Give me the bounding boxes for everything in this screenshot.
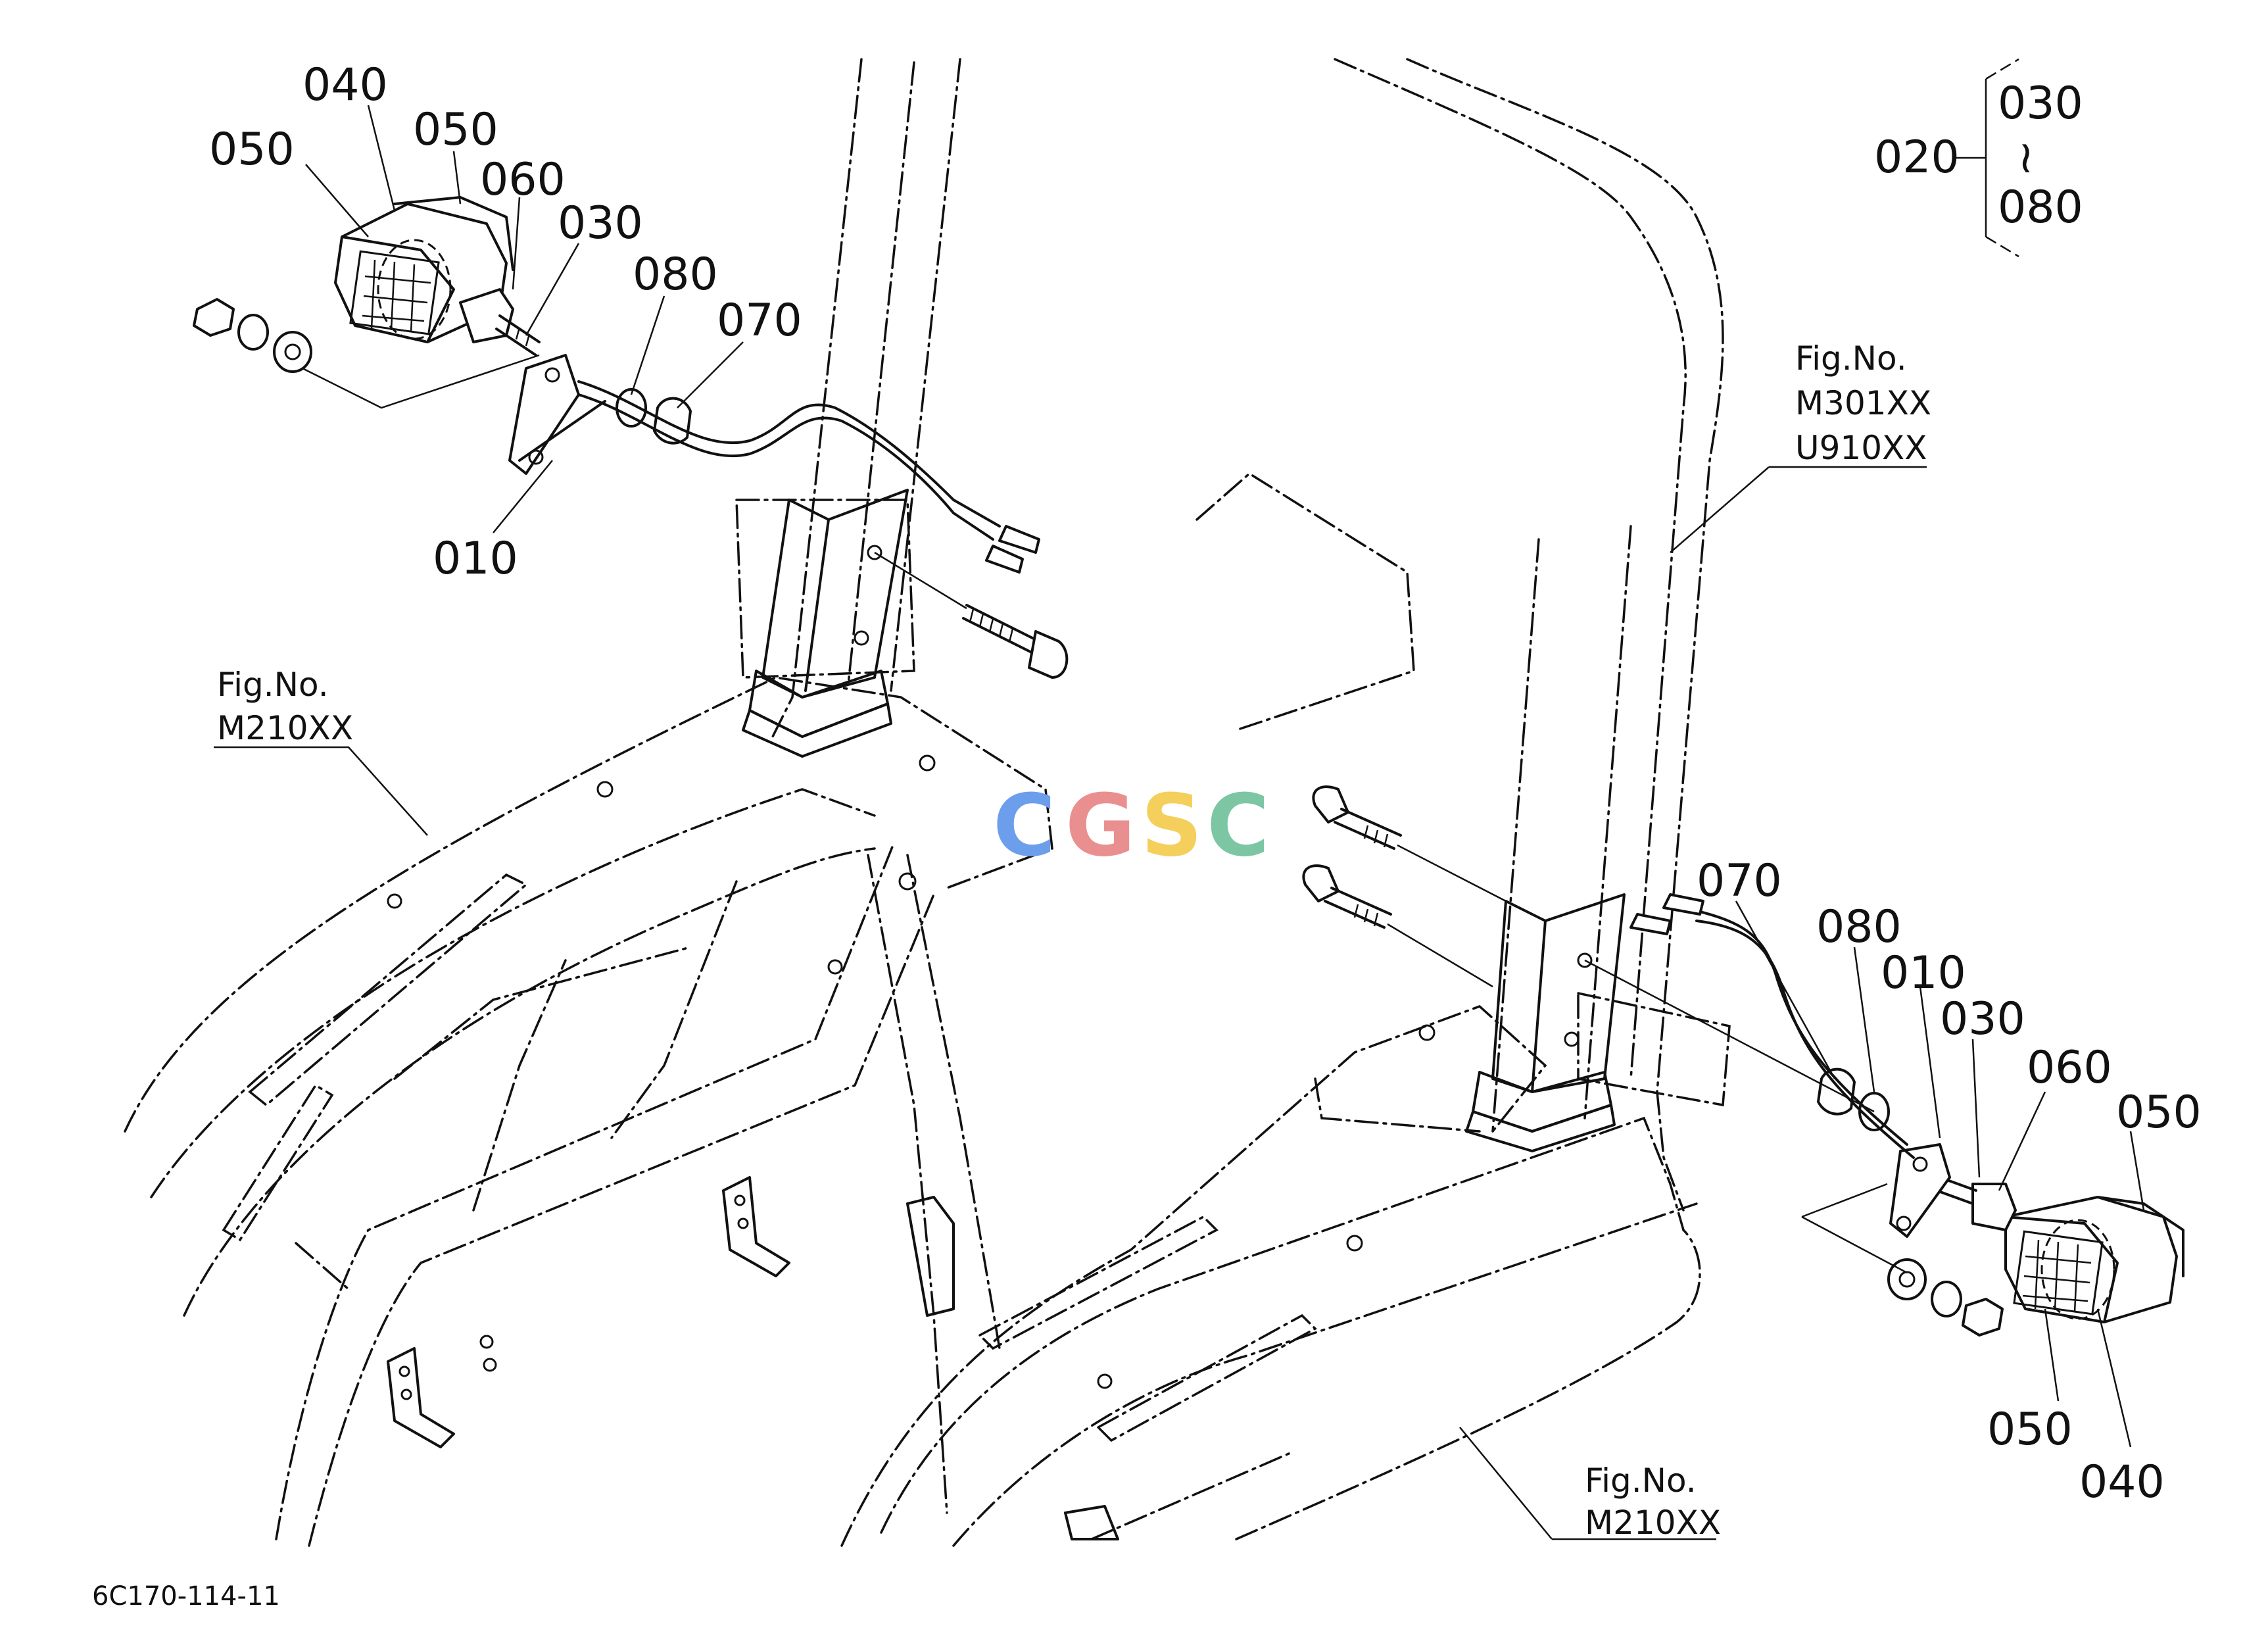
part-label-040: 040 [302, 59, 388, 111]
frame-brackets [387, 1176, 1119, 1540]
group-range-end: 080 [1998, 182, 2083, 234]
fig-ref-number: M301XX [1795, 384, 1931, 422]
group-callout: 020 030 ≀ 080 [1874, 78, 2083, 234]
right-post-sleeve [1465, 893, 1626, 1152]
group-range-mark: ≀ [2017, 132, 2035, 184]
part-label-070: 070 [1697, 855, 1782, 907]
left-mount-bolt [874, 551, 1069, 679]
part-label-010: 010 [1881, 947, 1966, 999]
left-lamp-labels: 040 050 050 060 030 080 070 010 [209, 59, 802, 585]
part-label-050: 050 [209, 124, 295, 176]
watermark-letter: C [1207, 775, 1269, 875]
part-label-060: 060 [480, 154, 566, 206]
left-post-sleeve [742, 489, 909, 758]
leader-lines [214, 58, 2145, 1540]
fig-ref-number: M210XX [217, 709, 353, 747]
right-work-lamp [1584, 893, 2184, 1337]
fig-ref-number: M210XX [1585, 1504, 1721, 1542]
part-label-050: 050 [2116, 1087, 2202, 1139]
drawing-code: 6C170-114-11 [92, 1581, 280, 1611]
part-label-030: 030 [1940, 993, 2025, 1045]
watermark-letter: S [1141, 775, 1203, 875]
right-lamp-labels: 070 080 010 030 060 050 050 040 [1697, 855, 2202, 1508]
part-label-010: 010 [433, 533, 518, 585]
right-mount-bolt-upper [1312, 785, 1507, 902]
fig-ref-label: Fig.No. [1585, 1462, 1697, 1500]
fig-ref-top-right: Fig.No. M301XX U910XX [1795, 339, 1931, 467]
watermark: C G S C [993, 775, 1269, 875]
fig-ref-label: Fig.No. [217, 666, 329, 704]
fig-ref-left: Fig.No. M210XX [217, 666, 353, 747]
part-label-040: 040 [2079, 1456, 2165, 1508]
right-mount-bolt-lower [1302, 864, 1493, 988]
fig-ref-label: Fig.No. [1795, 339, 1907, 378]
group-range-start: 030 [1998, 78, 2083, 130]
fig-ref-number: U910XX [1795, 429, 1927, 467]
rops-frame [124, 58, 1731, 1547]
left-work-lamp [193, 196, 1040, 574]
bolt-holes [387, 545, 1593, 1389]
watermark-letter: G [1065, 775, 1136, 875]
fig-ref-bottom: Fig.No. M210XX [1585, 1462, 1721, 1542]
group-parent-label: 020 [1874, 132, 1960, 184]
part-label-060: 060 [2027, 1042, 2112, 1094]
watermark-letter: C [993, 775, 1055, 875]
part-label-050: 050 [1987, 1404, 2073, 1456]
part-label-030: 030 [558, 197, 643, 249]
part-label-080: 080 [1816, 901, 1902, 953]
part-label-070: 070 [717, 295, 802, 347]
part-label-080: 080 [633, 249, 718, 301]
part-label-050: 050 [413, 104, 498, 156]
